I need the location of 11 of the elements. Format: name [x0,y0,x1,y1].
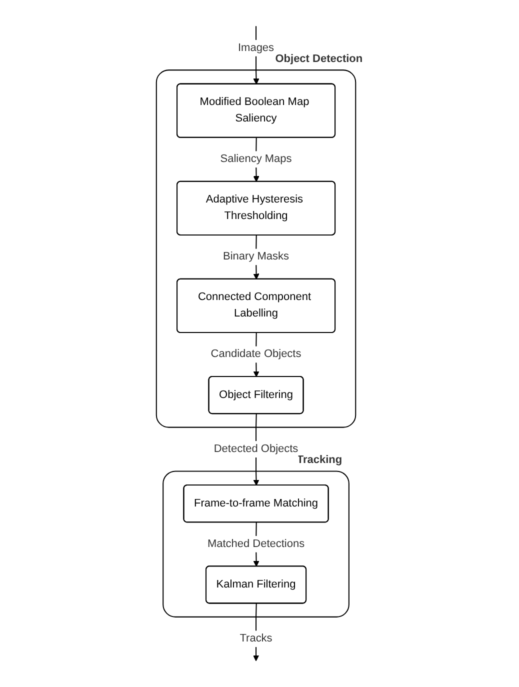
edge-label: Saliency Maps [220,153,292,165]
node-label: Object Detection [275,52,363,65]
edge-label: Tracks [240,632,272,644]
cluster [162,470,350,618]
edge-label: Candidate Objects [210,348,302,360]
edge-label: Images [238,42,274,54]
cluster [156,70,356,428]
edge-label: Detected Objects [214,443,298,455]
node-label: Tracking [296,454,342,466]
edge-label: Binary Masks [223,250,290,262]
edge-label: Matched Detections [207,538,305,550]
